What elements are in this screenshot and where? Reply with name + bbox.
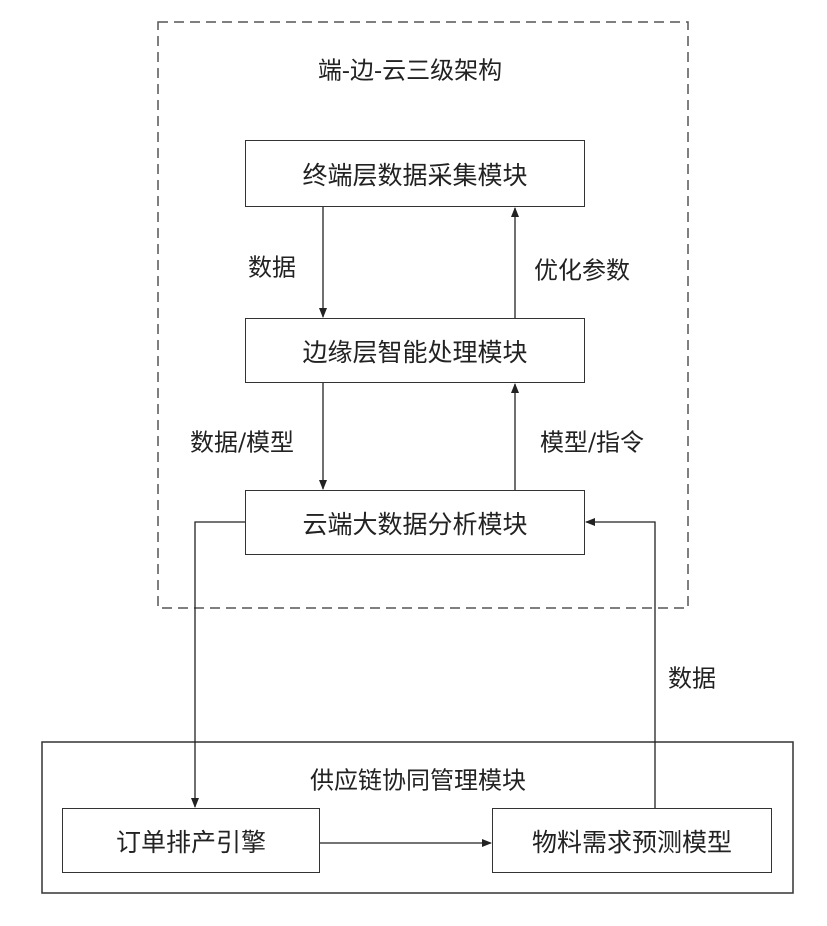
label-model-command: 模型/指令: [540, 423, 644, 458]
material-demand-forecast-model: 物料需求预测模型: [492, 808, 772, 873]
supply-chain-title: 供应链协同管理模块: [310, 761, 526, 796]
arrow-material-to-cloud: [586, 522, 655, 808]
architecture-title: 端-边-云三级架构: [318, 51, 502, 86]
cloud-big-data-analysis-module: 云端大数据分析模块: [245, 490, 585, 555]
arrow-cloud-to-order-engine: [195, 522, 245, 807]
label-optimize-params: 优化参数: [534, 251, 630, 286]
order-scheduling-engine: 订单排产引擎: [62, 808, 320, 873]
label-data: 数据: [248, 248, 296, 283]
label-data-feedback: 数据: [668, 659, 716, 694]
label-data-model: 数据/模型: [190, 423, 294, 458]
edge-intelligent-processing-module: 边缘层智能处理模块: [245, 318, 585, 383]
terminal-data-collection-module: 终端层数据采集模块: [245, 140, 585, 207]
